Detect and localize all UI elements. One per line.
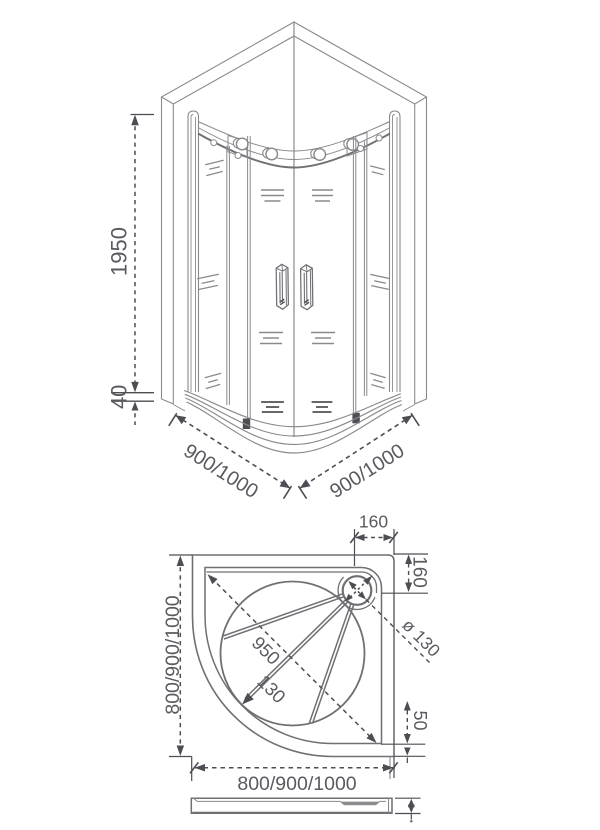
- svg-text:1950: 1950: [107, 227, 132, 276]
- svg-text:160: 160: [359, 512, 388, 532]
- svg-text:800/900/1000: 800/900/1000: [237, 773, 356, 795]
- svg-text:160: 160: [409, 556, 430, 588]
- svg-text:50: 50: [410, 710, 430, 730]
- svg-text:900/1000: 900/1000: [326, 440, 408, 503]
- svg-text:130: 130: [253, 671, 290, 708]
- svg-text:800/900/1000: 800/900/1000: [162, 595, 184, 714]
- svg-text:950: 950: [248, 632, 285, 669]
- svg-text:40: 40: [107, 385, 132, 409]
- svg-text:900/1000: 900/1000: [180, 440, 262, 503]
